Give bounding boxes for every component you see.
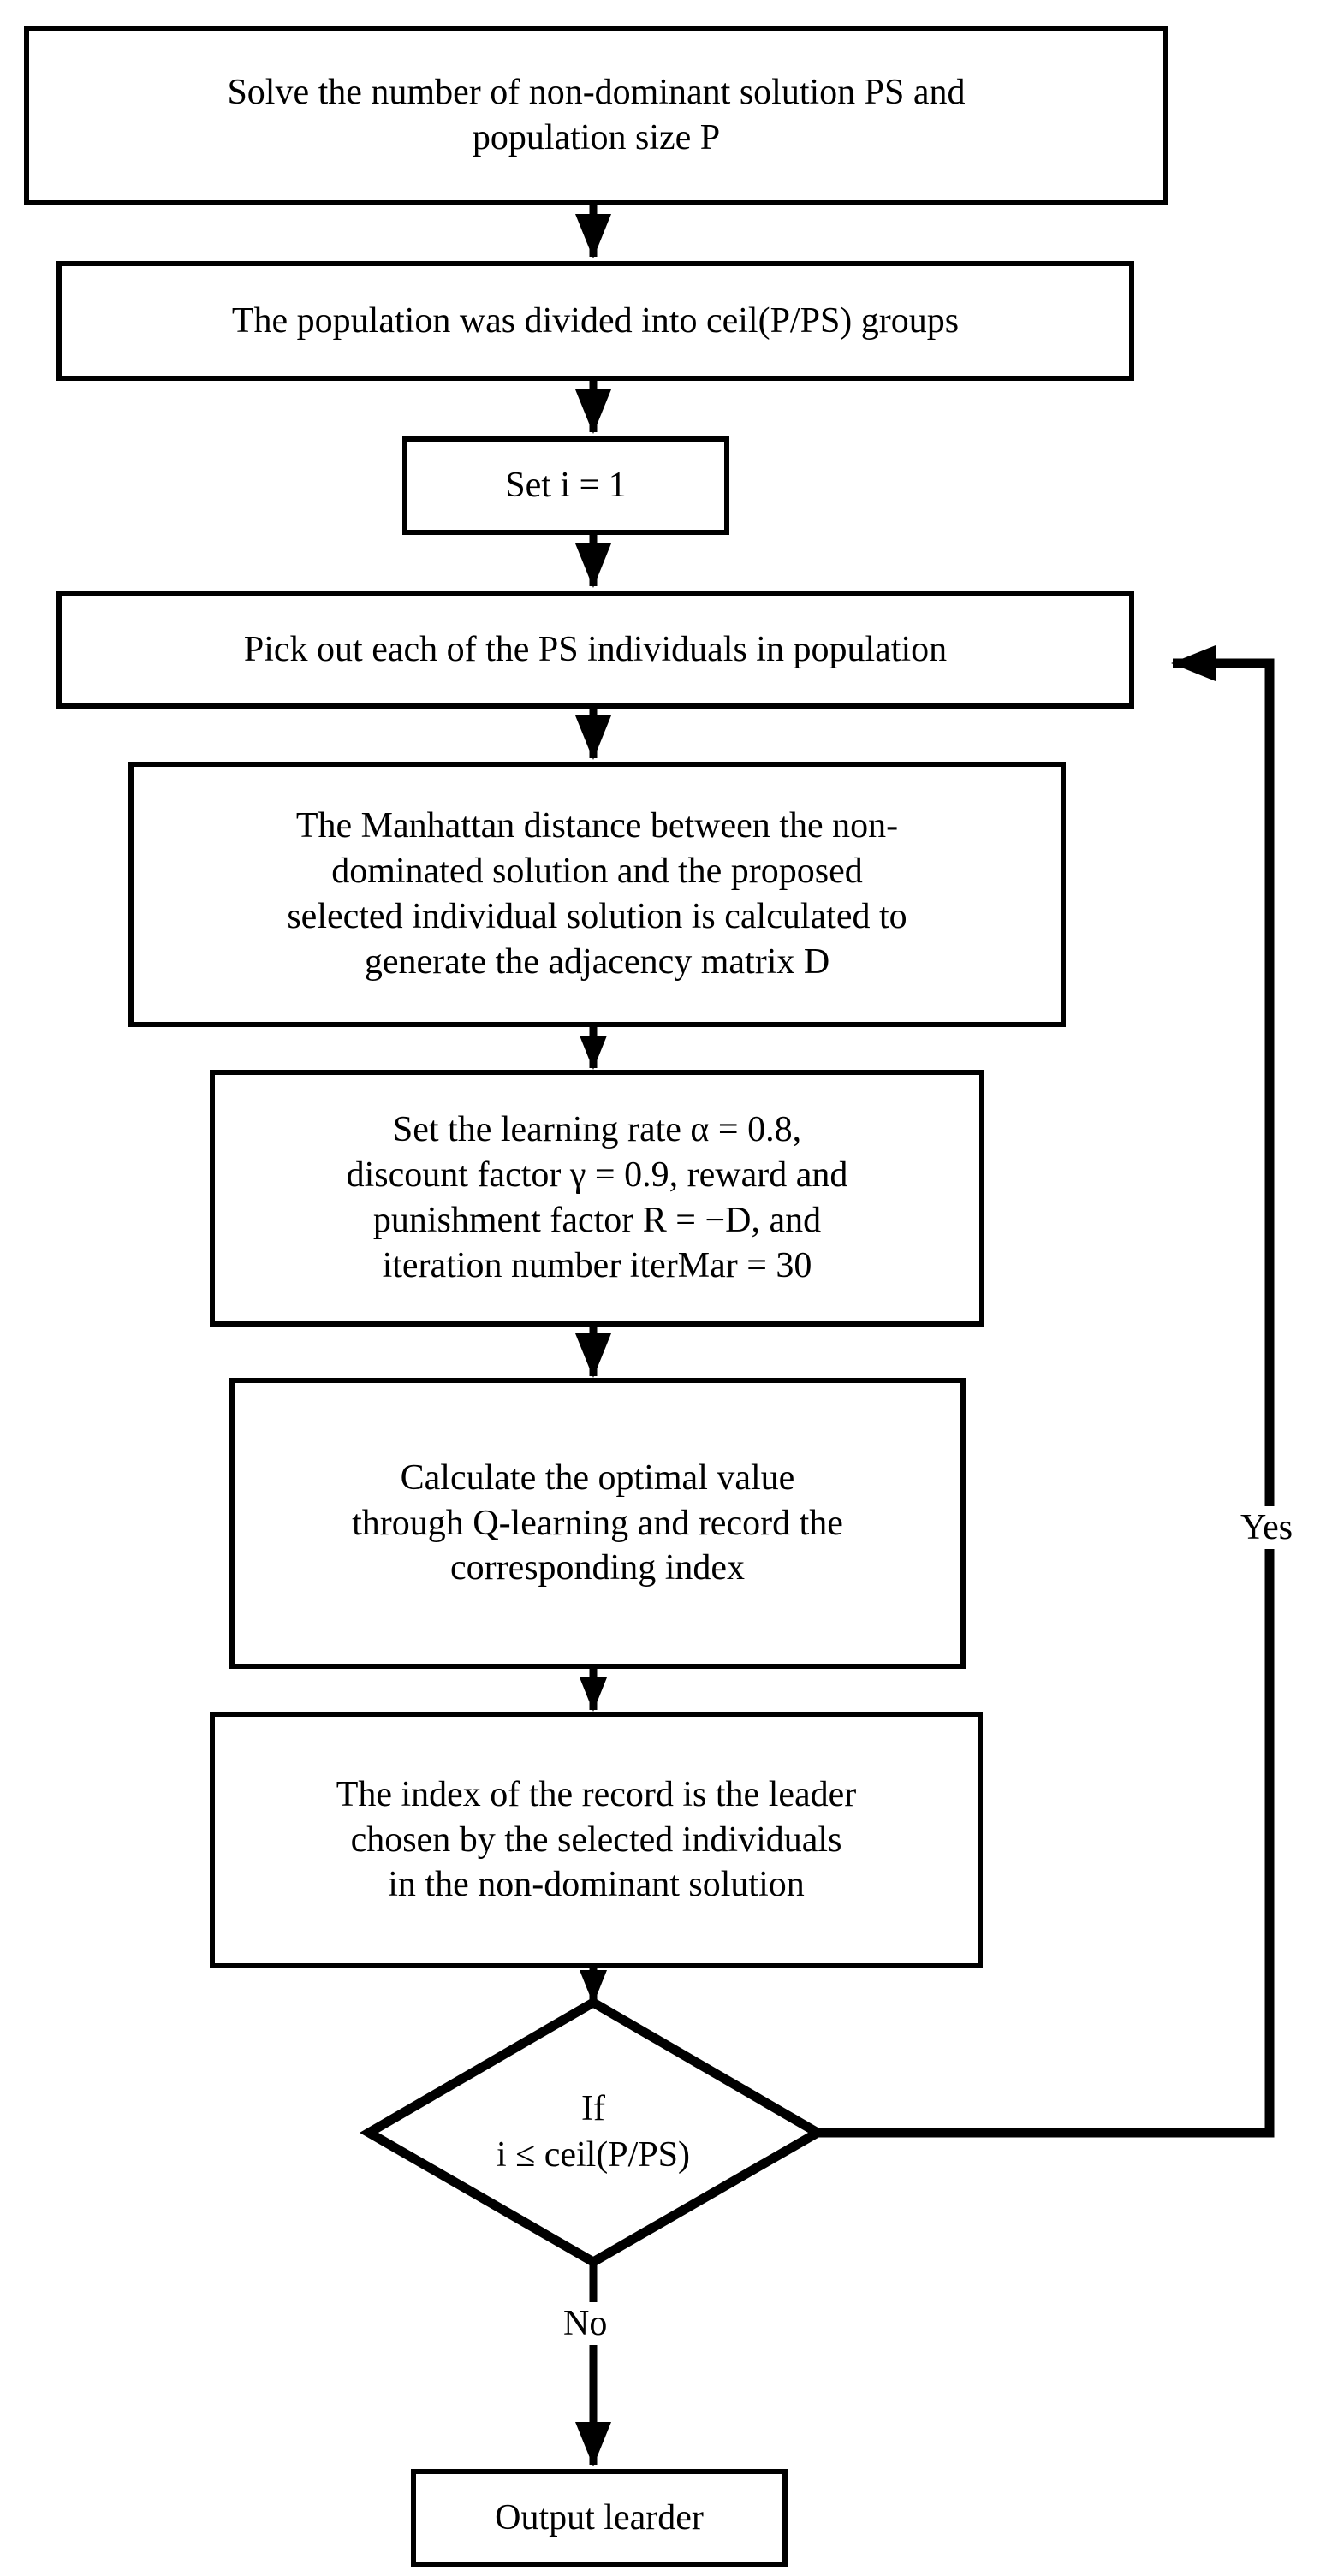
edge-label-yes-text: Yes	[1240, 1508, 1293, 1547]
node-pick-individuals[interactable]: Pick out each of the PS individuals in p…	[56, 591, 1134, 709]
node-set-i-label: Set i = 1	[505, 466, 627, 506]
node-output-leader[interactable]: Output learder	[411, 2469, 788, 2567]
node-decision-loop-condition[interactable]: If i ≤ ceil(P/PS)	[369, 2003, 818, 2262]
node-decision-loop-condition-label: If i ≤ ceil(P/PS)	[496, 2088, 691, 2175]
node-pick-individuals-label: Pick out each of the PS individuals in p…	[243, 629, 948, 669]
node-manhattan-distance[interactable]: The Manhattan distance between the non- …	[128, 762, 1066, 1027]
node-solve-ps-population[interactable]: Solve the number of non-dominant solutio…	[24, 26, 1168, 205]
node-leader-index-label: The index of the record is the leader ch…	[336, 1774, 857, 1905]
node-set-i[interactable]: Set i = 1	[402, 436, 729, 535]
node-set-parameters-label: Set the learning rate α = 0.8, discount …	[346, 1110, 848, 1285]
edge-label-no: No	[556, 2302, 615, 2346]
node-set-parameters[interactable]: Set the learning rate α = 0.8, discount …	[210, 1070, 984, 1327]
node-divide-population[interactable]: The population was divided into ceil(P/P…	[56, 261, 1134, 381]
node-calculate-q-learning[interactable]: Calculate the optimal value through Q-le…	[229, 1378, 966, 1669]
node-leader-index[interactable]: The index of the record is the leader ch…	[210, 1712, 983, 1968]
edge-label-no-text: No	[563, 2304, 608, 2343]
node-divide-population-label: The population was divided into ceil(P/P…	[231, 300, 960, 341]
edge-label-yes: Yes	[1234, 1506, 1300, 1550]
node-calculate-q-learning-label: Calculate the optimal value through Q-le…	[352, 1457, 843, 1588]
node-output-leader-label: Output learder	[495, 2498, 704, 2538]
node-solve-ps-population-label: Solve the number of non-dominant solutio…	[227, 73, 966, 157]
node-manhattan-distance-label: The Manhattan distance between the non- …	[287, 806, 907, 982]
